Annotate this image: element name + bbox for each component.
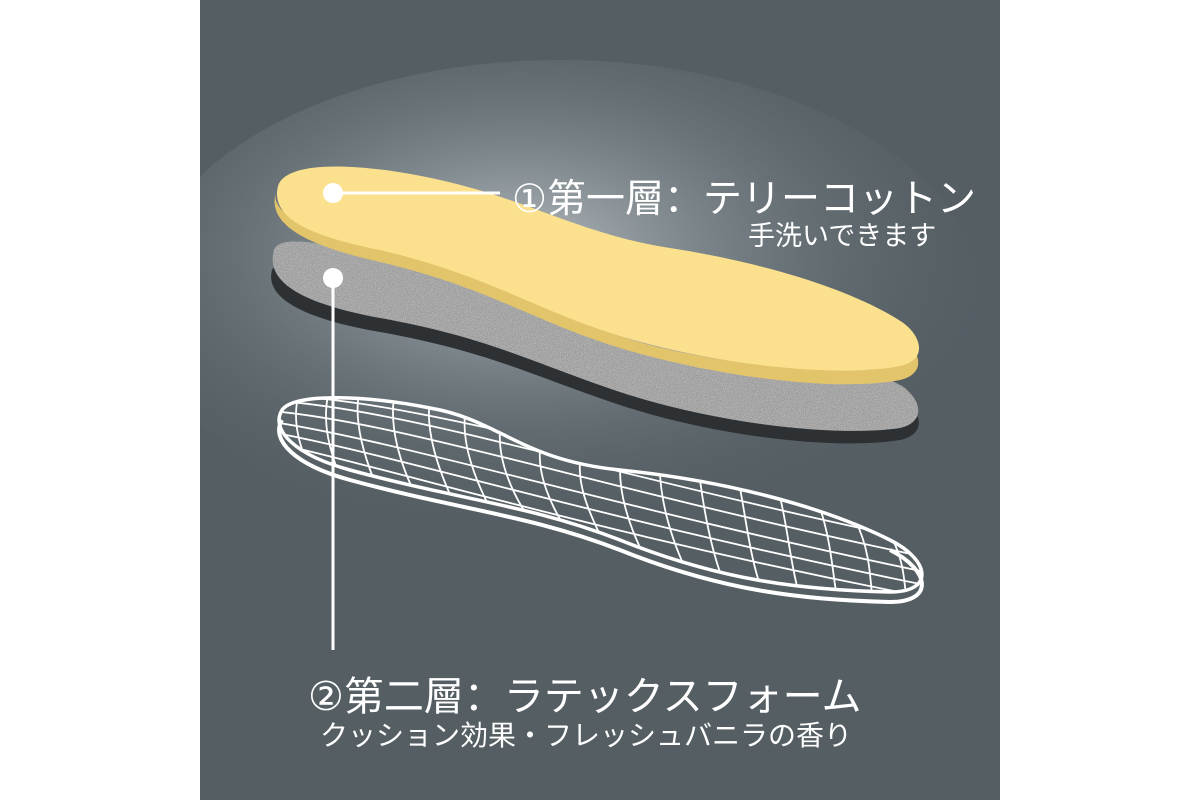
callout-layer-1	[323, 183, 500, 203]
layer-1-title: ①第一層：テリーコットン	[512, 177, 976, 222]
terry-cotton-layer	[276, 166, 920, 371]
product-image-panel: ①第一層：テリーコットン 手洗いできます ②第二層：ラテックスフォーム クッショ…	[200, 0, 1000, 800]
insole-layers-illustration	[200, 60, 980, 650]
layer-2-title: ②第二層：ラテックスフォーム	[308, 674, 862, 720]
callout-layer-2	[323, 268, 343, 650]
layer-2-subtitle: クッション効果・フレッシュバニラの香り	[320, 719, 853, 752]
layer-1-subtitle: 手洗いできます	[748, 221, 937, 252]
